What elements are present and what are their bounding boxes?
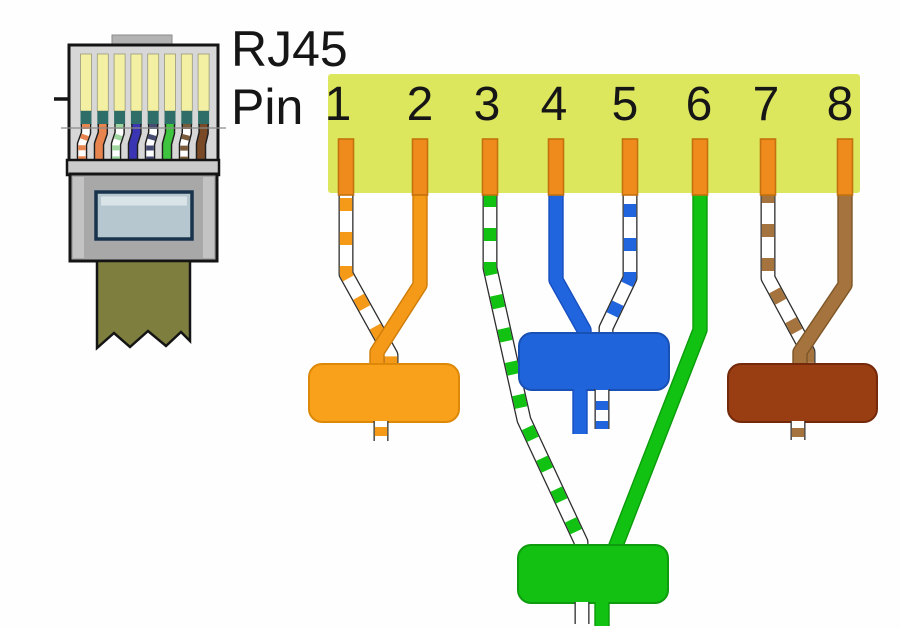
brown-pair-block [727, 363, 878, 423]
pin-number-2: 2 [406, 78, 434, 131]
pin-number-4: 4 [540, 78, 568, 131]
pin-contact-2 [411, 138, 429, 196]
wire-pin5-white-blue [598, 170, 638, 342]
pin-word-label: Pin [231, 79, 304, 135]
wire-pin7-white-brown [760, 170, 816, 371]
blue-block-stub [572, 389, 610, 434]
rj45-connector-illustration [54, 34, 226, 351]
pin-contact-6 [691, 138, 709, 196]
rj45-title-label: RJ45 [231, 21, 348, 77]
green-pair-block [517, 544, 669, 604]
pair-blocks [308, 332, 878, 604]
pin-number-6: 6 [685, 78, 713, 131]
pin-contacts [337, 138, 854, 196]
pin-contact-5 [621, 138, 639, 196]
wire-pin2-orange [369, 170, 428, 371]
pin-number-8: 8 [826, 78, 854, 131]
wire-pin4-blue [548, 170, 592, 342]
pin-number-1: 1 [324, 78, 352, 131]
connector-body [67, 43, 220, 163]
wire-stubs [373, 389, 806, 626]
green-block-stub [574, 602, 610, 626]
pin-contact-3 [481, 138, 499, 196]
pin-contact-7 [759, 138, 777, 196]
connector-cable [95, 259, 192, 351]
wire-pin8-brown [792, 170, 853, 371]
blue-pair-block [518, 332, 670, 391]
pin-number-3: 3 [473, 78, 501, 131]
connector-side-highlight-left [73, 177, 84, 258]
connector-pin-contacts [80, 53, 210, 125]
pin-number-7: 7 [752, 78, 780, 131]
pin-contact-4 [547, 138, 565, 196]
orange-pair-block [308, 363, 460, 423]
pin-contact-1 [337, 138, 355, 196]
pin-number-band [328, 74, 860, 193]
connector-side-highlight-right [203, 177, 214, 258]
pin-number-5: 5 [611, 78, 639, 131]
pin-contact-8 [836, 138, 854, 196]
connector-window-highlight [101, 196, 187, 206]
